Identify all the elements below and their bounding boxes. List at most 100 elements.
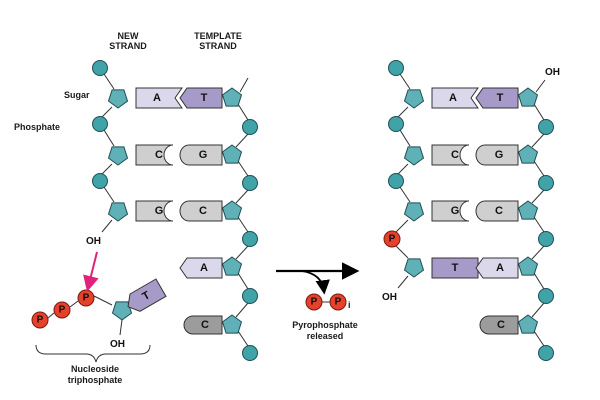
pyro-subscript-i: i: [348, 300, 351, 310]
left-new-phosphate-1: [92, 116, 108, 132]
right-new-oh-label: OH: [382, 292, 397, 303]
right-pair-2-new-base-letter: G: [451, 205, 460, 217]
right-pair-3-new-base-letter: T: [452, 262, 459, 274]
right-template-phosphate-1: [538, 175, 554, 191]
sugar-label: Sugar: [64, 90, 90, 100]
left-template-link-up-1: [235, 133, 249, 148]
right-new-sugar-0: [403, 89, 425, 109]
right-template-link-4: [533, 330, 545, 347]
left-new-link-2: [103, 186, 115, 203]
left-template-top-line: [239, 77, 249, 93]
left-template-sugar-3: [221, 256, 243, 276]
right-new-link-1: [399, 129, 411, 147]
right-template-phosphate-2: [538, 231, 554, 247]
right-template-sugar-1: [517, 144, 539, 164]
right-new-link-2: [399, 186, 411, 203]
left-template-link-3: [237, 272, 249, 290]
right-pair-2-template-base-letter: C: [495, 205, 503, 217]
right-pair-1-new-base-letter: C: [451, 149, 459, 161]
attack-arrow: [83, 251, 99, 292]
left-pair-2-template-base: [179, 200, 223, 222]
pyrophosphate-label-line1: Pyrophosphate: [292, 320, 358, 330]
right-template-oh-label: OH: [545, 67, 560, 78]
right-new-link-red-p-down: [395, 245, 409, 259]
right-new-bottom-line: [397, 275, 409, 289]
right-pair-1-template-base-letter: G: [495, 149, 504, 161]
right-template-strand: [517, 87, 554, 361]
left-pair-0-new-base-letter: A: [153, 92, 161, 104]
left-template-phosphate-4: [242, 345, 258, 361]
left-template-strand: [221, 87, 258, 361]
incoming-base-T: [127, 278, 167, 312]
right-new-sugar-1: [403, 146, 425, 166]
right-pair-3-template-base: [475, 257, 519, 279]
right-pair-0-new-base: [431, 87, 479, 109]
right-pair-0-template-base-letter: T: [497, 92, 504, 104]
right-template-sugar-3: [517, 256, 539, 276]
right-template-phosphate-4: [538, 345, 554, 361]
right-backbone-lines: [395, 73, 546, 347]
right-template-sugar-4: [517, 314, 539, 334]
left-pair-0-new-base: [135, 87, 183, 109]
incoming-phosphate-beta-text: P: [59, 305, 66, 316]
right-template-link-3: [533, 272, 545, 290]
right-pair-1-template-base: [475, 144, 519, 166]
left-template-link-4: [237, 330, 249, 347]
nucleoside-triphosphate-label-line1: Nucleoside: [71, 364, 119, 374]
left-pair-1-new-base-letter: C: [155, 149, 163, 161]
left-template-phosphate-0: [242, 119, 258, 135]
right-template-link-up-4: [531, 302, 545, 318]
right-new-strand: P: [383, 60, 425, 278]
incoming-sugar: [111, 301, 133, 321]
left-template-link-0: [237, 103, 249, 121]
right-pair-3-new-base: [431, 257, 479, 279]
left-new-bottom-line: [101, 219, 113, 233]
left-template-link-up-3: [235, 245, 249, 260]
incoming-phosphate-alpha-text: P: [37, 315, 44, 326]
right-pair-0-new-base-letter: A: [449, 92, 457, 104]
right-pair-2-new-base: [431, 200, 470, 222]
right-new-phosphate-2: [388, 173, 404, 189]
right-new-sugar-3: [403, 258, 425, 278]
right-unpaired-template-base-0: [479, 315, 519, 335]
right-new-phosphate-1: [388, 116, 404, 132]
left-pair-0-template-base-letter: T: [201, 92, 208, 104]
nucleoside-triphosphate-label-line2: triphosphate: [68, 375, 123, 385]
left-template-sugar-4: [221, 314, 243, 334]
incoming-oh-link: [119, 319, 123, 336]
right-template-link-2: [533, 216, 545, 233]
left-template-sugar-2: [221, 200, 243, 220]
phosphate-label: Phosphate: [14, 122, 60, 132]
right-template-sugar-2: [517, 200, 539, 220]
new-strand-label-line2: STRAND: [109, 41, 147, 51]
incoming-pp-link-2: [69, 300, 79, 308]
left-new-phosphate-2: [92, 173, 108, 189]
left-3prime-oh-label: OH: [86, 236, 101, 247]
right-new-link-red-p-up: [395, 219, 409, 233]
left-new-phosphate-0: [92, 60, 108, 76]
left-unpaired-template-base-1: [183, 315, 223, 335]
left-unpaired-template-base-0-letter: A: [200, 262, 208, 274]
triphosphate-brace: [35, 344, 151, 363]
left-template-link-1: [237, 160, 249, 177]
left-template-phosphate-2: [242, 231, 258, 247]
left-unpaired-template-base-0: [179, 257, 223, 279]
left-new-link-0: [103, 73, 115, 90]
right-pair-0-template-base: [475, 87, 519, 109]
incoming-phosphate-beta: [53, 301, 71, 319]
left-template-link-up-4: [235, 302, 249, 318]
left-pair-2-new-base-letter: G: [155, 205, 164, 217]
right-template-link-up-1: [531, 133, 545, 148]
right-new-link-up-2: [397, 163, 409, 175]
right-template-link-up-2: [531, 189, 545, 204]
right-pair-2-template-base: [475, 200, 519, 222]
incoming-pp-link-1: [47, 312, 55, 319]
left-template-phosphate-3: [242, 288, 258, 304]
left-pair-0-template-base: [179, 87, 223, 109]
left-pair-2-new-base: [135, 200, 174, 222]
incoming-oh-label: OH: [110, 339, 125, 350]
